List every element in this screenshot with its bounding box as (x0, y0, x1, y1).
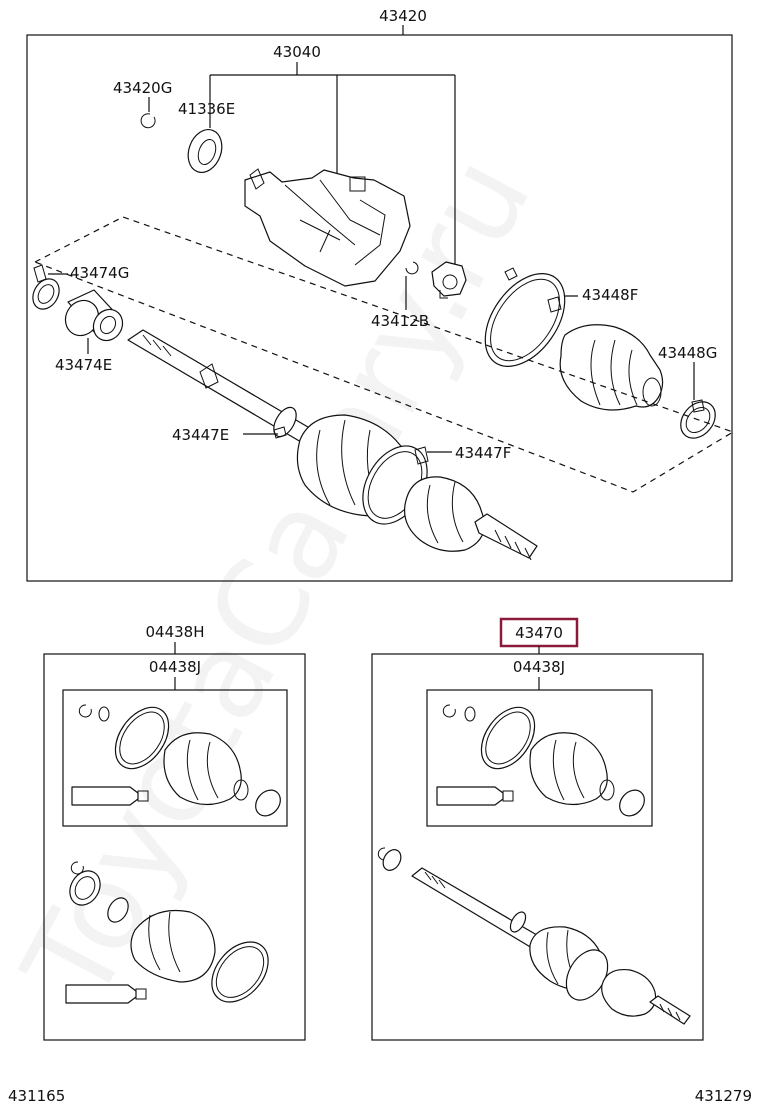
label-43470[interactable]: 43470 (515, 624, 563, 642)
boot-clamp-43448F (484, 267, 566, 367)
boot-kit-left-panel: 04438H 04438J (43, 623, 306, 1041)
label-43447E[interactable]: 43447E (172, 426, 229, 444)
left-outer-kit-parts (65, 861, 269, 1004)
tripod-joint (431, 261, 467, 299)
footer-code-left: 431165 (8, 1087, 65, 1105)
snap-ring-43412B (405, 261, 419, 275)
label-41336E[interactable]: 41336E (178, 100, 235, 118)
dynamic-damper-43474E (64, 289, 124, 342)
label-43448F[interactable]: 43448F (582, 286, 638, 304)
boot-kit-left-inner-frame (62, 689, 288, 827)
label-43474G[interactable]: 43474G (70, 264, 129, 282)
right-inner-kit-parts (436, 704, 645, 817)
right-shaft-assembly (377, 847, 691, 1025)
label-43447F[interactable]: 43447F (455, 444, 511, 462)
label-04438J-left[interactable]: 04438J (149, 658, 201, 676)
main-assembly-frame (26, 34, 733, 582)
label-04438H[interactable]: 04438H (146, 623, 205, 641)
boot-kit-right-frame (371, 653, 704, 1041)
outer-clamp-43447E (273, 406, 297, 439)
label-43448G[interactable]: 43448G (658, 344, 717, 362)
main-assembly-panel: 43420 43040 43420G 41336E 43412B (26, 7, 735, 582)
label-43420G[interactable]: 43420G (113, 79, 172, 97)
boot-kit-right-inner-frame (426, 689, 653, 827)
label-43412B[interactable]: 43412B (371, 312, 429, 330)
outer-cv-joint (403, 476, 538, 561)
label-43420[interactable]: 43420 (379, 7, 427, 25)
inner-joint-housing (244, 168, 411, 287)
boot-kit-left-frame (43, 653, 306, 1041)
footer-code-right: 431279 (695, 1087, 752, 1105)
inner-boot (559, 324, 664, 411)
left-inner-kit-parts (71, 704, 281, 817)
damper-clamp-43474G (32, 264, 60, 310)
boot-kit-right-panel: 43470 04438J (371, 617, 704, 1041)
dust-deflector-41336E (187, 129, 223, 173)
snap-ring-43420G (140, 113, 156, 129)
label-04438J-right[interactable]: 04438J (513, 658, 565, 676)
label-43040[interactable]: 43040 (273, 43, 321, 61)
label-43474E[interactable]: 43474E (55, 356, 112, 374)
